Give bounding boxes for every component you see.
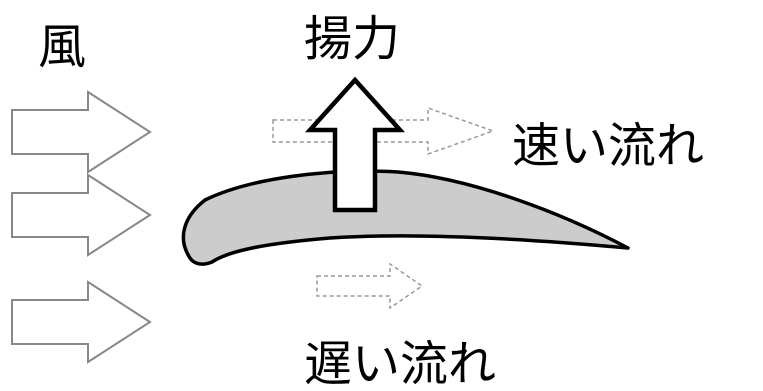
airfoil-shape [181, 169, 630, 266]
lift-label: 揚力 [304, 11, 400, 67]
fast-flow-arrow-icon [272, 106, 496, 156]
wind-arrow-bottom-icon [11, 280, 152, 364]
lift-arrow-icon [304, 76, 406, 213]
wind-label: 風 [38, 19, 86, 75]
slow-flow-arrow-icon [316, 262, 424, 310]
wind-arrow-top-icon [11, 90, 152, 174]
fast-flow-label: 速い流れ [512, 118, 704, 174]
slow-flow-label: 遅い流れ [304, 336, 496, 391]
wind-arrow-middle-icon [11, 173, 152, 257]
wind-arrows [11, 90, 152, 364]
